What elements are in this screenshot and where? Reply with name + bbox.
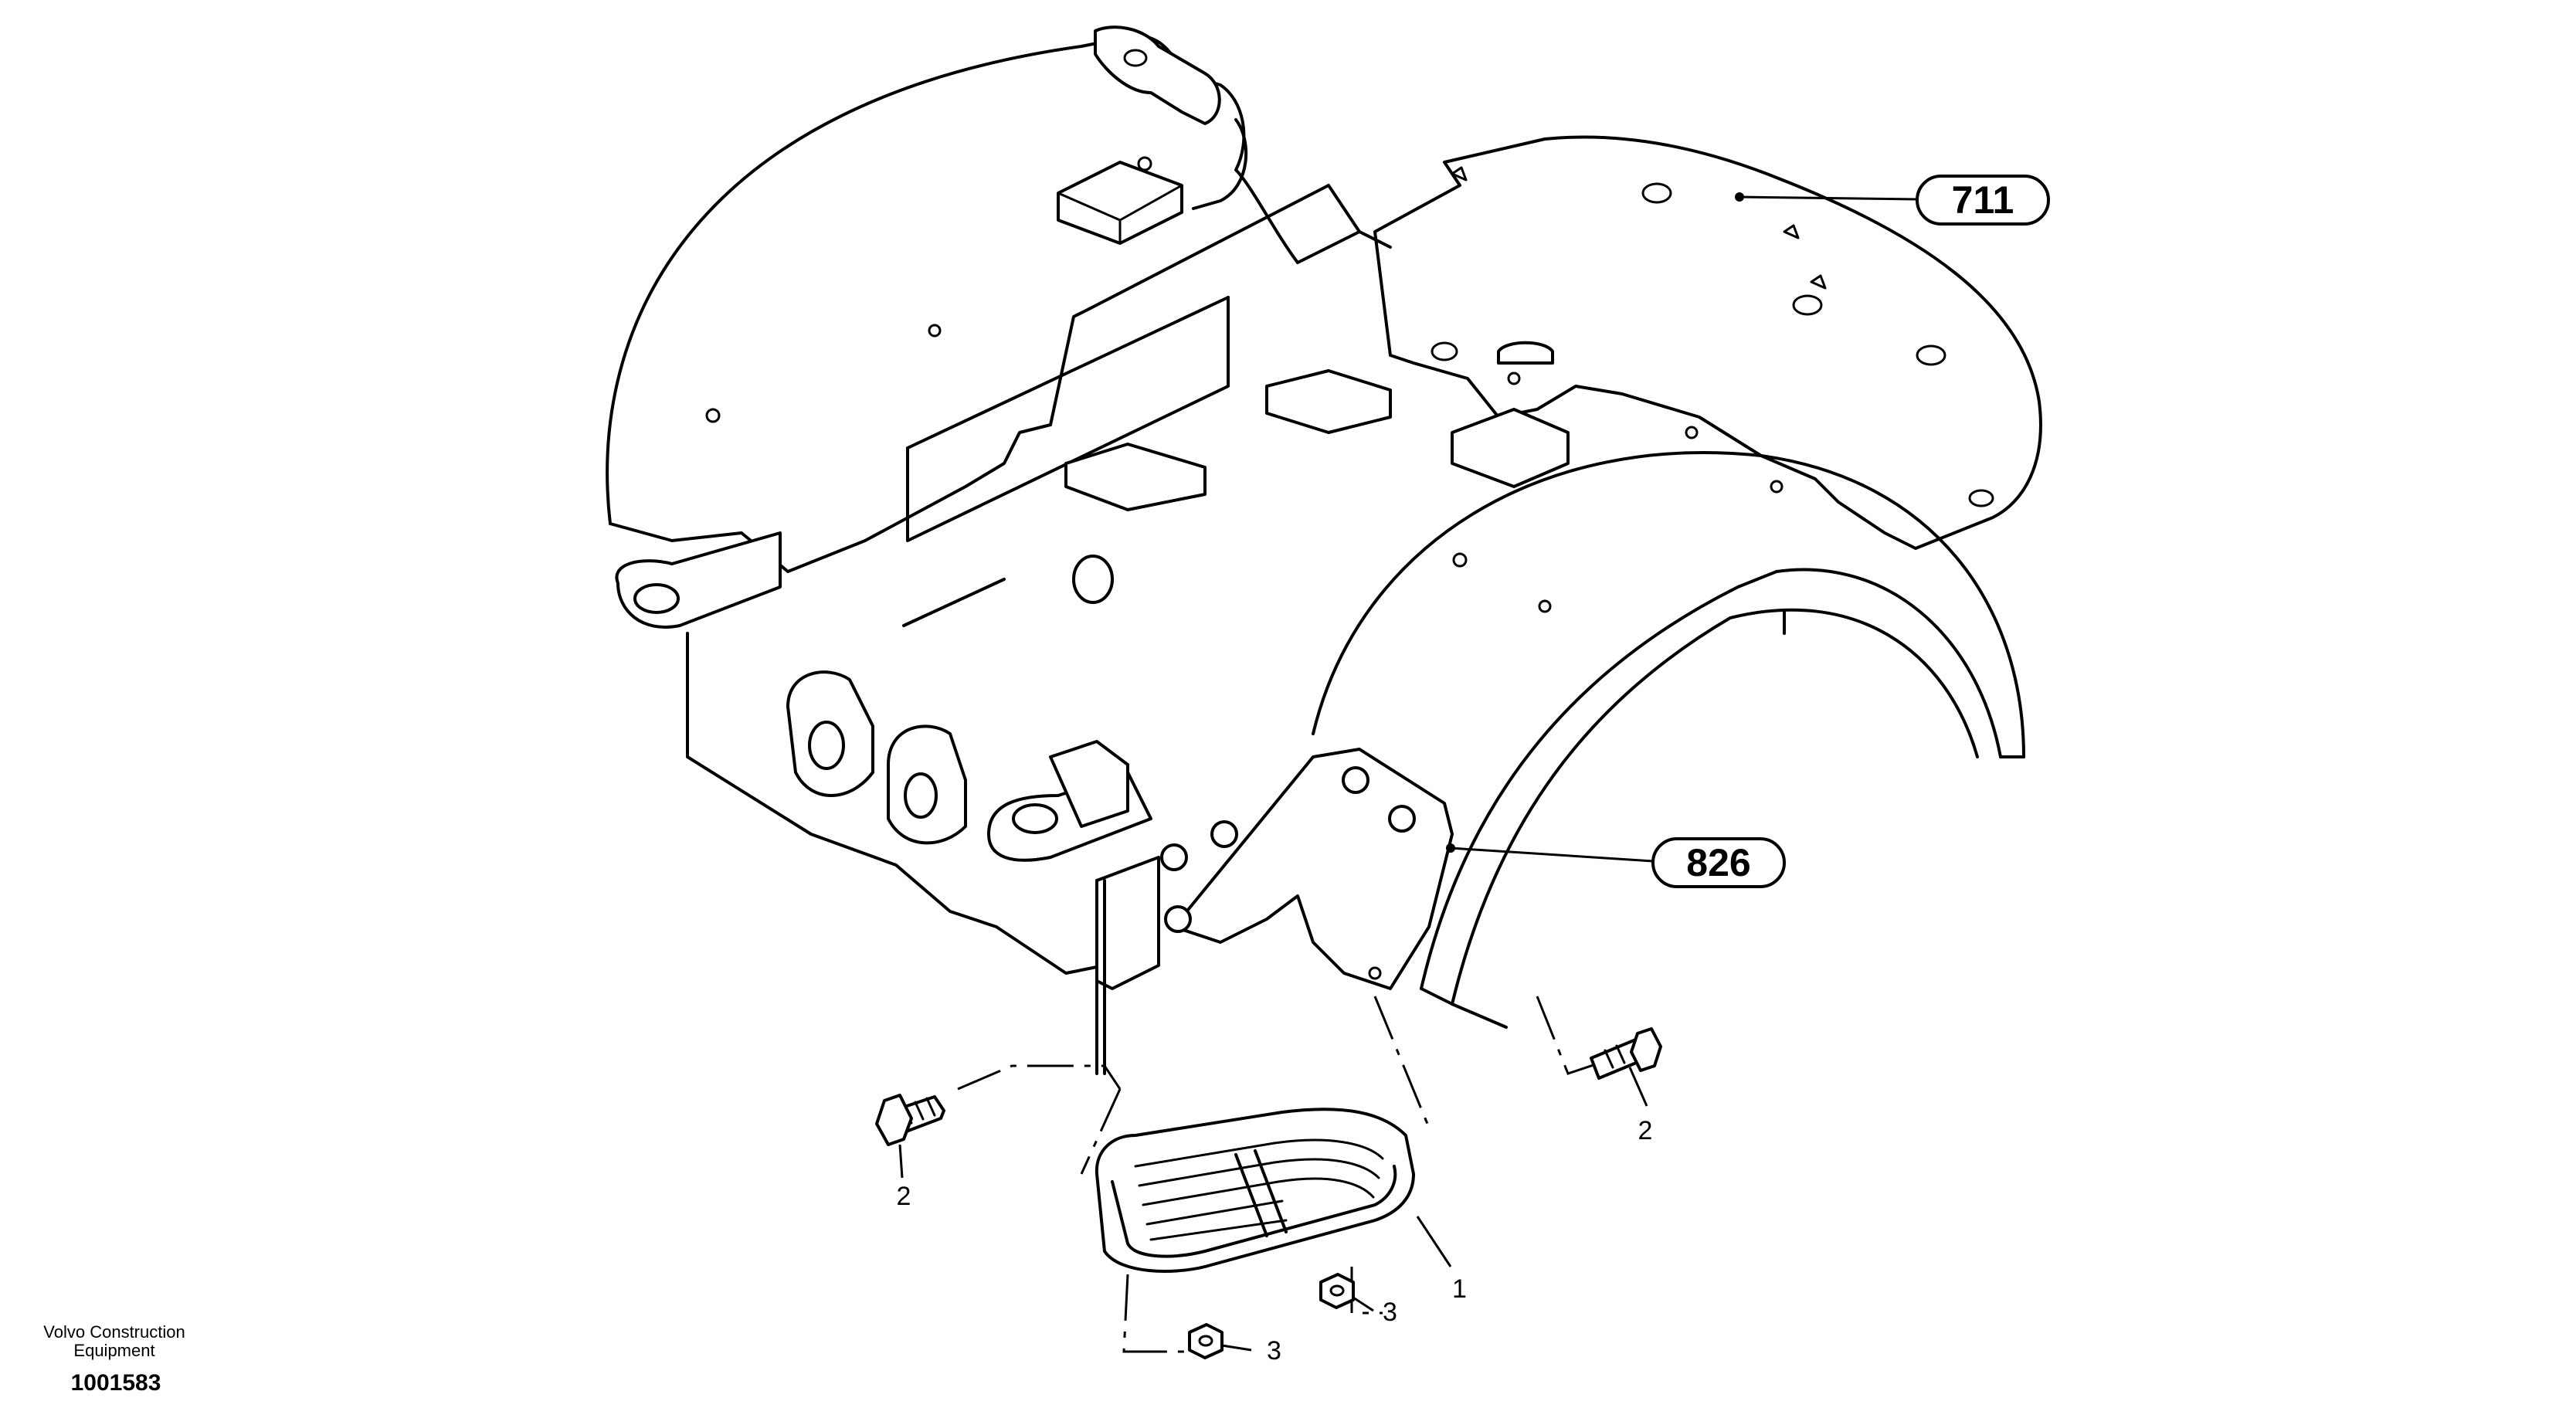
- callout-826-label: 826: [1686, 841, 1750, 884]
- nut-left: [1188, 1323, 1224, 1359]
- bolt-right: [1590, 1027, 1662, 1080]
- item-3-left-label-group: 3: [1221, 1336, 1281, 1366]
- footer: Volvo Construction Equipment 1001583: [43, 1322, 185, 1396]
- drawing-number: 1001583: [71, 1370, 161, 1396]
- item-2-left-label: 2: [897, 1182, 911, 1211]
- company-name-line2: Equipment: [73, 1341, 154, 1360]
- callout-711-label: 711: [1952, 178, 2014, 222]
- right-fender: [1095, 426, 2025, 1075]
- item-1-label-group: 1: [1416, 1216, 1467, 1304]
- step-plate: [1095, 1108, 1415, 1273]
- item-3-right-label-group: 3: [1352, 1296, 1397, 1327]
- nut-right: [1319, 1273, 1355, 1309]
- item-3-left-label: 3: [1267, 1336, 1281, 1366]
- left-fender: [606, 25, 1392, 573]
- item-3-right-label: 3: [1383, 1298, 1397, 1327]
- item-2-left-label-group: 2: [897, 1144, 911, 1211]
- item-1-label: 1: [1452, 1274, 1467, 1304]
- top-plate: [1373, 135, 2042, 550]
- item-2-right-label: 2: [1638, 1116, 1653, 1145]
- callout-826[interactable]: 826: [1446, 837, 1786, 888]
- frame-body: [615, 156, 1570, 975]
- bolt-left: [875, 1094, 945, 1146]
- callout-711[interactable]: 711: [1735, 175, 2050, 226]
- company-name-line1: Volvo Construction: [43, 1322, 185, 1342]
- item-2-right-label-group: 2: [1628, 1067, 1653, 1145]
